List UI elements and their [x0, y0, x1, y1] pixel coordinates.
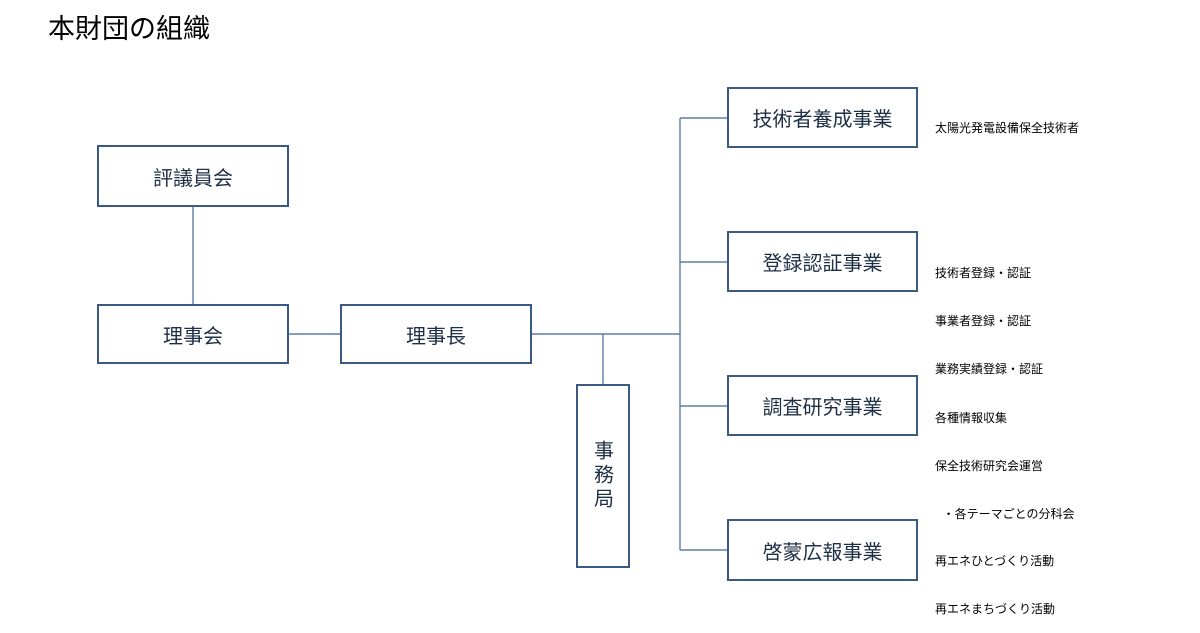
description-line: ・各テーマごとの分科会 [935, 507, 1075, 521]
description-line: 事業者登録・認証 [935, 314, 1032, 328]
description-line: 再エネひとづくり活動 [935, 554, 1055, 568]
training-box: 技術者養成事業 [727, 87, 918, 148]
research-box: 調査研究事業 [727, 375, 918, 436]
secretariat-box: 事務局 [576, 384, 630, 568]
description-line: 保全技術研究会運営 [935, 459, 1044, 473]
training-description: 太陽光発電設備保全技術者 [935, 88, 1079, 152]
council-box: 評議員会 [97, 145, 289, 207]
research-description: 各種情報収集 保全技術研究会運営 ・各テーマごとの分科会 [935, 378, 1075, 538]
description-line: 業務実績登録・認証 [935, 362, 1044, 376]
certification-box: 登録認証事業 [727, 231, 918, 292]
org-chart-connectors [192, 117, 727, 551]
outreach-box: 啓蒙広報事業 [727, 519, 918, 581]
page-title: 本財団の組織 [48, 14, 210, 45]
description-line: 技術者登録・認証 [935, 266, 1032, 280]
description-line: 太陽光発電設備保全技術者 [935, 121, 1080, 135]
chairman-box: 理事長 [340, 304, 532, 364]
description-line: 再エネまちづくり活動 [935, 602, 1056, 616]
description-line: 各種情報収集 [935, 411, 1008, 425]
outreach-description: 再エネひとづくり活動 再エネまちづくり活動 [935, 521, 1055, 633]
board-box: 理事会 [97, 304, 289, 364]
certification-description: 技術者登録・認証 事業者登録・認証 業務実績登録・認証 [935, 233, 1043, 393]
